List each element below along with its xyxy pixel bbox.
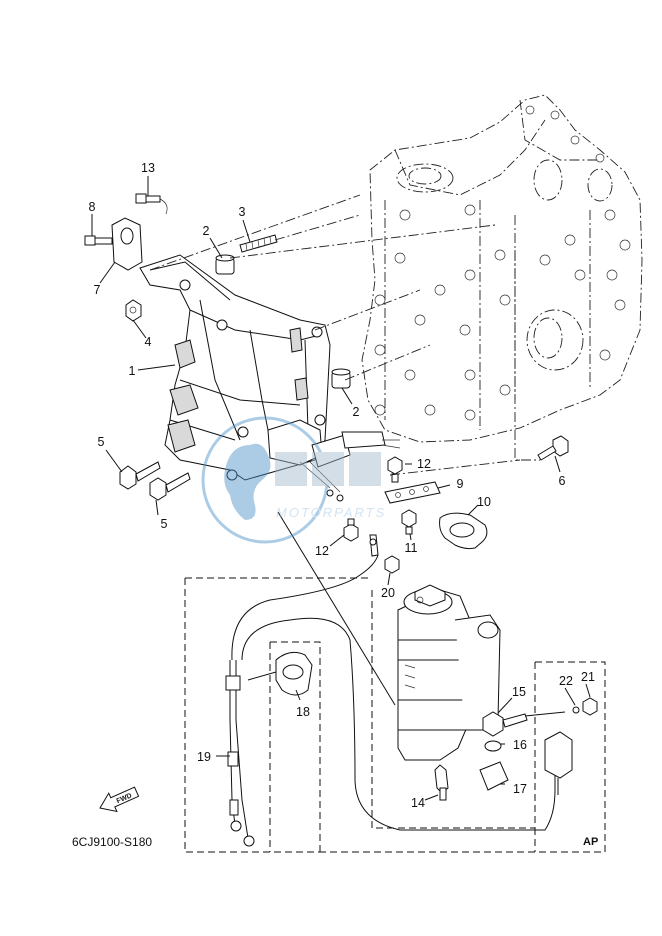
callout-17: 17 [513, 782, 527, 796]
forward-arrow-icon: FWD [99, 786, 140, 813]
callout-15: 15 [512, 685, 526, 699]
watermark-tagline: MOTORPARTS [276, 505, 386, 520]
ap-label: AP [583, 836, 598, 848]
leader-lines [91, 176, 591, 801]
stud-part-3 [239, 234, 278, 253]
bolt-part-6 [537, 435, 569, 461]
collar-part-2-upper [215, 254, 235, 275]
callout-2-upper: 2 [203, 224, 210, 238]
terminal-part-20 [369, 534, 400, 574]
callout-19: 19 [197, 750, 211, 764]
starter-motor [397, 584, 501, 761]
clamp-part-18 [275, 651, 313, 696]
callout-13: 13 [141, 161, 155, 175]
bolt-part-11 [401, 509, 417, 535]
callout-5-upper: 5 [98, 435, 105, 449]
watermark-logo: MOTORPARTS [201, 416, 386, 544]
leader-line-starter [277, 511, 396, 706]
callout-14: 14 [411, 796, 425, 810]
callout-22: 22 [559, 674, 573, 688]
plate-part-7 [84, 193, 168, 271]
callout-3: 3 [239, 205, 246, 219]
bolt-part-12-lower [343, 518, 359, 542]
ap-components [479, 697, 598, 795]
callout-2-lower: 2 [353, 405, 360, 419]
callout-1: 1 [129, 364, 136, 378]
callout-12-upper: 12 [417, 457, 431, 471]
callout-6: 6 [559, 474, 566, 488]
callout-10: 10 [477, 495, 491, 509]
diagram-code: 6CJ9100-S180 [72, 835, 152, 849]
bolt-part-12-upper [387, 456, 403, 483]
callout-18: 18 [296, 705, 310, 719]
electrical-bracket [139, 254, 331, 481]
assembly-boundaries [184, 577, 606, 853]
callout-12-lower: 12 [315, 544, 329, 558]
bolt-part-14 [434, 764, 449, 801]
callout-21: 21 [581, 670, 595, 684]
bolt-part-5-upper [119, 461, 161, 490]
holder-part-9 [384, 481, 441, 504]
nut-part-4 [125, 299, 142, 322]
callout-16: 16 [513, 738, 527, 752]
clamp-part-10 [439, 512, 488, 550]
collar-part-2-lower [331, 368, 351, 389]
callout-9: 9 [457, 477, 464, 491]
bolt-part-5-lower [149, 472, 191, 501]
engine-block [361, 94, 643, 443]
callout-4: 4 [145, 335, 152, 349]
callout-8: 8 [89, 200, 96, 214]
callout-5-lower: 5 [161, 517, 168, 531]
alignment-lines [149, 194, 540, 476]
wire-harness-part-19 [225, 554, 556, 847]
callout-7: 7 [94, 283, 101, 297]
callout-11: 11 [405, 541, 418, 555]
callouts: 13 8 3 2 7 4 1 2 5 5 6 12 9 10 11 12 20 … [89, 161, 595, 810]
regulator-assembly [267, 419, 401, 502]
callout-20: 20 [381, 586, 395, 600]
